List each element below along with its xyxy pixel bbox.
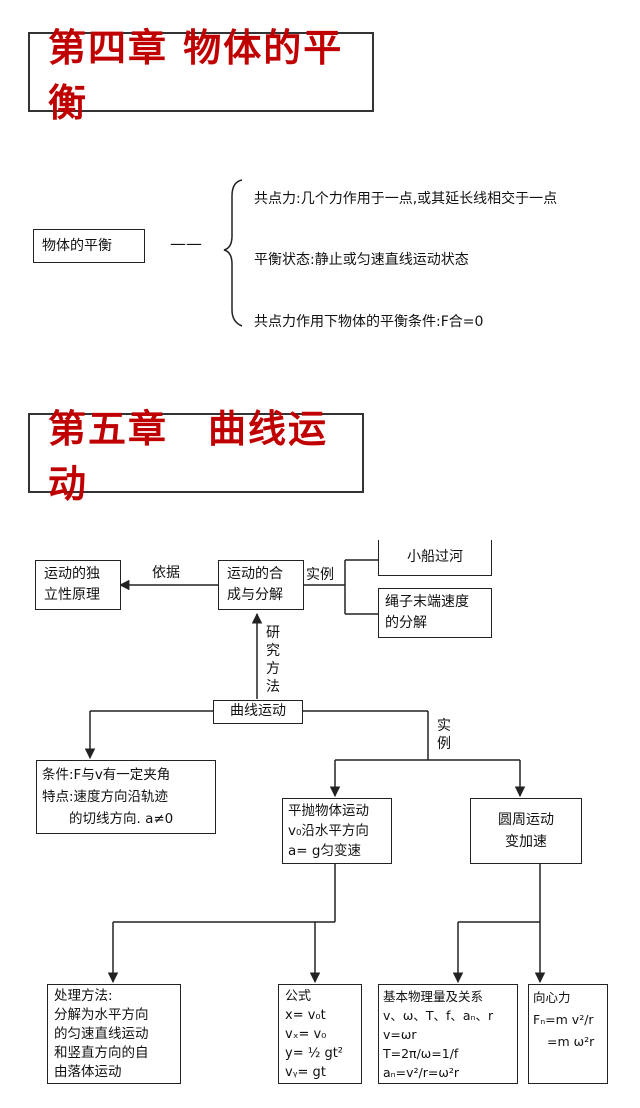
example-label: 实例: [306, 567, 334, 583]
basic-line1: v、ω、T、f、aₙ、r: [383, 1008, 494, 1023]
projectile-node: 平抛物体运动 v₀沿水平方向 a= g匀变速: [282, 798, 392, 864]
centripetal-node: 向心力 Fₙ=m v²/r =m ω²r: [528, 984, 608, 1084]
example2-char-2: 例: [437, 736, 451, 752]
basic-line4: aₙ=v²/r=ω²r: [383, 1065, 459, 1080]
research-char-2: 究: [266, 643, 280, 659]
basic-line3: T=2π/ω=1/f: [383, 1046, 459, 1061]
ch4-root-label: 物体的平衡: [42, 238, 112, 254]
basis-label: 依据: [152, 565, 180, 581]
method-node: 处理方法: 分解为水平方向 的匀速直线运动 和竖直方向的自 由落体运动: [47, 984, 181, 1084]
formula-2: vₓ= v₀: [285, 1027, 327, 1042]
curve-node: 曲线运动: [213, 700, 303, 724]
method-line2: 分解为水平方向: [54, 1007, 149, 1023]
chapter5-title: 第五章 曲线运动: [48, 407, 329, 506]
ch4-dash: ——: [170, 234, 202, 253]
composition-line1: 运动的合: [227, 566, 283, 582]
basic-line2: v=ωr: [383, 1027, 417, 1042]
projectile-line1: 平抛物体运动: [288, 803, 369, 819]
ch4-item-3: 共点力作用下物体的平衡条件:F合=0: [254, 314, 484, 330]
basic-node: 基本物理量及关系 v、ω、T、f、aₙ、r v=ωr T=2π/ω=1/f aₙ…: [378, 984, 518, 1084]
formula-node: 公式 x= v₀t vₓ= v₀ y= ½ gt² vᵧ= gt: [278, 984, 362, 1084]
composition-line2: 成与分解: [227, 587, 283, 603]
method-line1: 处理方法:: [54, 988, 113, 1004]
research-char-4: 法: [266, 679, 280, 695]
circular-line2: 变加速: [505, 834, 547, 850]
formula-4: vᵧ= gt: [285, 1065, 326, 1080]
condition-line2: 特点:速度方向沿轨迹: [42, 789, 169, 805]
research-char-1: 研: [266, 625, 280, 641]
curve-label: 曲线运动: [230, 703, 286, 719]
basic-title: 基本物理量及关系: [383, 989, 484, 1004]
method-line4: 和竖直方向的自: [54, 1045, 149, 1061]
condition-line3: 的切线方向. a≠0: [42, 811, 174, 827]
boat-label: 小船过河: [407, 549, 463, 565]
independence-node: 运动的独 立性原理: [35, 560, 121, 610]
chapter5-title-box: 第五章 曲线运动: [28, 407, 364, 506]
chapter4-title-box: 第四章 物体的平衡: [28, 26, 374, 125]
centripetal-line1: Fₙ=m v²/r: [533, 1012, 594, 1027]
centripetal-line2: =m ω²r: [547, 1034, 595, 1049]
independence-line2: 立性原理: [44, 587, 100, 603]
condition-line1: 条件:F与v有一定夹角: [42, 767, 171, 783]
condition-node: 条件:F与v有一定夹角 特点:速度方向沿轨迹 的切线方向. a≠0: [36, 760, 216, 834]
research-label: 研 究 方 法: [266, 624, 280, 696]
method-line3: 的匀速直线运动: [54, 1026, 149, 1042]
ch4-root-node: 物体的平衡: [33, 229, 145, 263]
method-line5: 由落体运动: [54, 1064, 122, 1080]
rope-line1: 绳子末端速度: [385, 594, 469, 610]
composition-node: 运动的合 成与分解: [218, 560, 304, 610]
ch4-item-2: 平衡状态:静止或匀速直线运动状态: [254, 252, 469, 268]
ch4-item-1: 共点力:几个力作用于一点,或其延长线相交于一点: [254, 191, 558, 207]
rope-line2: 的分解: [385, 615, 427, 631]
circular-node: 圆周运动 变加速: [470, 798, 582, 864]
research-char-3: 方: [266, 661, 280, 677]
boat-node: 小船过河: [378, 540, 492, 576]
circular-line1: 圆周运动: [498, 812, 554, 828]
formula-title: 公式: [285, 989, 312, 1004]
example-label-2: 实 例: [437, 717, 451, 753]
example2-char-1: 实: [437, 718, 451, 734]
formula-1: x= v₀t: [285, 1008, 326, 1023]
formula-3: y= ½ gt²: [285, 1046, 344, 1061]
rope-node: 绳子末端速度 的分解: [378, 588, 492, 638]
independence-line1: 运动的独: [44, 566, 100, 582]
projectile-line3: a= g匀变速: [288, 843, 361, 859]
centripetal-title: 向心力: [533, 990, 571, 1005]
projectile-line2: v₀沿水平方向: [288, 823, 369, 839]
